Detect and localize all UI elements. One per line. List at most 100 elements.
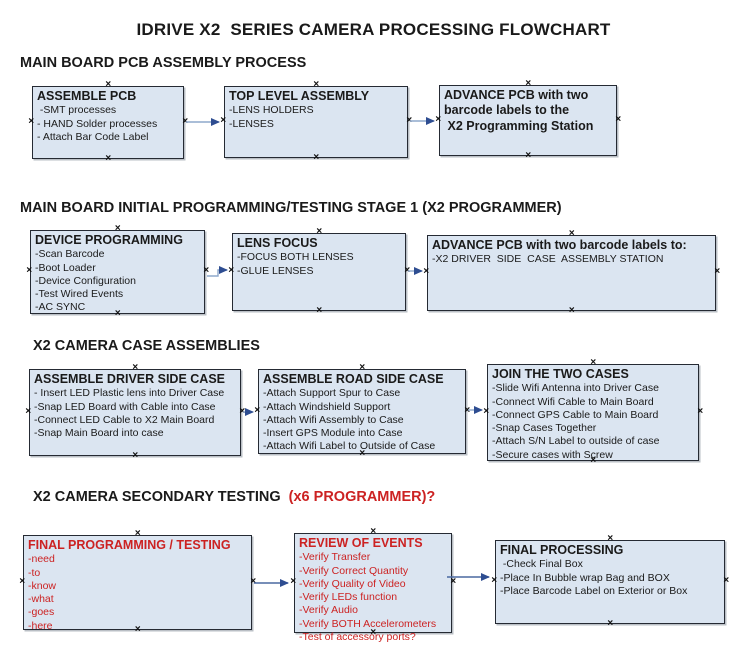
box-title: ASSEMBLE PCB: [37, 89, 137, 103]
flow-box-advance-pcb-case-station: ADVANCE PCB with two barcode labels to: …: [427, 235, 716, 311]
selection-handle-icon: [606, 619, 614, 629]
box-item: -Place Barcode Label on Exterior or Box: [500, 584, 688, 597]
box-item: - Insert LED Plastic lens into Driver Ca…: [34, 387, 225, 400]
selection-handle-icon: [249, 577, 257, 587]
box-item: -Verify Correct Quantity: [299, 564, 409, 577]
flow-box-final-processing: FINAL PROCESSING -Check Final Box-Place …: [495, 540, 725, 624]
box-item: -Attach Wifi Assembly to Case: [263, 413, 404, 426]
box-item: - Attach Bar Code Label: [37, 130, 149, 143]
section-heading-initial-programming: MAIN BOARD INITIAL PROGRAMMING/TESTING S…: [20, 200, 562, 216]
box-item: -what: [28, 593, 54, 606]
selection-handle-icon: [463, 406, 471, 416]
box-items: -Scan Barcode-Boot Loader-Device Configu…: [35, 248, 201, 314]
box-item: -Test Wired Events: [35, 288, 124, 301]
box-items: -Attach Support Spur to Case-Attach Wind…: [263, 387, 462, 453]
box-item: -Slide Wifi Antenna into Driver Case: [492, 382, 659, 395]
page-title: IDRIVE X2 SERIES CAMERA PROCESSING FLOWC…: [136, 20, 611, 39]
box-item: -LENS HOLDERS: [229, 104, 314, 117]
box-item: -here: [28, 619, 53, 632]
box-item: -Snap LED Board with Cable into Case: [34, 400, 216, 413]
selection-handle-icon: [696, 407, 704, 417]
selection-handle-icon: [449, 577, 457, 587]
box-item: -Connect Wifi Cable to Main Board: [492, 395, 654, 408]
box-title: ASSEMBLE DRIVER SIDE CASE: [34, 372, 226, 386]
selection-handle-icon: [422, 267, 430, 277]
flow-box-top-level-assembly: TOP LEVEL ASSEMBLY -LENS HOLDERS-LENSES: [224, 86, 408, 158]
selection-handle-icon: [434, 115, 442, 125]
box-title: LENS FOCUS: [237, 236, 318, 250]
selection-handle-icon: [405, 116, 413, 126]
box-items: -need-to-know-what-goes-here: [28, 553, 248, 633]
selection-handle-icon: [713, 267, 721, 277]
box-item: -Attach S/N Label to outside of case: [492, 435, 660, 448]
selection-handle-icon: [253, 406, 261, 416]
box-item: - HAND Solder processes: [37, 117, 158, 130]
selection-handle-icon: [524, 151, 532, 161]
selection-handle-icon: [490, 576, 498, 586]
box-title: JOIN THE TWO CASES: [492, 367, 629, 381]
selection-handle-icon: [219, 116, 227, 126]
selection-handle-icon: [568, 306, 576, 316]
box-item: -Boot Loader: [35, 261, 96, 274]
box-items: -Slide Wifi Antenna into Driver Case-Con…: [492, 382, 695, 462]
selection-handle-icon: [104, 154, 112, 164]
flow-box-lens-focus: LENS FOCUS -FOCUS BOTH LENSES-GLUE LENSE…: [232, 233, 406, 311]
selection-handle-icon: [614, 115, 622, 125]
selection-handle-icon: [722, 576, 730, 586]
flow-box-advance-pcb-programming-station: ADVANCE PCB with two barcode labels to t…: [439, 85, 617, 156]
selection-handle-icon: [131, 451, 139, 461]
box-item: -Check Final Box: [500, 558, 583, 571]
box-item: -know: [28, 579, 57, 592]
box-title: ADVANCE PCB with two barcode labels to:: [432, 238, 687, 252]
box-item: -to: [28, 566, 41, 579]
box-item: -need: [28, 553, 55, 566]
box-title: TOP LEVEL ASSEMBLY: [229, 89, 370, 103]
flow-box-device-programming: DEVICE PROGRAMMING -Scan Barcode-Boot Lo…: [30, 230, 205, 314]
selection-handle-icon: [403, 266, 411, 276]
selection-handle-icon: [18, 577, 26, 587]
box-title: DEVICE PROGRAMMING: [35, 233, 183, 247]
box-item: -AC SYNC: [35, 301, 86, 314]
box-item: -Verify Audio: [299, 604, 358, 617]
box-item: -Device Configuration: [35, 274, 136, 287]
flow-box-assemble-road-side-case: ASSEMBLE ROAD SIDE CASE -Attach Support …: [258, 369, 466, 454]
selection-handle-icon: [315, 306, 323, 316]
section-heading-red-part: (x6 PROGRAMMER)?: [284, 489, 436, 505]
selection-handle-icon: [181, 117, 189, 127]
flow-box-assemble-pcb: ASSEMBLE PCB -SMT processes- HAND Solder…: [32, 86, 184, 159]
box-item: -Attach Wifi Label to Outside of Case: [263, 440, 436, 453]
box-item: -FOCUS BOTH LENSES: [237, 251, 354, 264]
box-title: ADVANCE PCB with two barcode labels to t…: [444, 88, 594, 133]
selection-handle-icon: [27, 117, 35, 127]
box-item: -Verify LEDs function: [299, 591, 398, 604]
box-items: -Verify Transfer-Verify Correct Quantity…: [299, 551, 448, 644]
box-items: -SMT processes- HAND Solder processes- A…: [37, 104, 180, 144]
box-item: -Scan Barcode: [35, 248, 105, 261]
section-heading-secondary-testing: X2 CAMERA SECONDARY TESTING (x6 PROGRAMM…: [33, 489, 435, 505]
box-item: -Verify Quality of Video: [299, 577, 406, 590]
selection-handle-icon: [227, 266, 235, 276]
box-item: -goes: [28, 606, 55, 619]
box-items: -FOCUS BOTH LENSES-GLUE LENSES: [237, 251, 402, 278]
selection-handle-icon: [312, 153, 320, 163]
box-item: -Snap Cases Together: [492, 422, 597, 435]
box-item: -Insert GPS Module into Case: [263, 427, 403, 440]
box-title: REVIEW OF EVENTS: [299, 536, 423, 550]
box-item: -Connect LED Cable to X2 Main Board: [34, 413, 215, 426]
box-items: - Insert LED Plastic lens into Driver Ca…: [34, 387, 237, 440]
box-title: ASSEMBLE ROAD SIDE CASE: [263, 372, 444, 386]
section-heading-pcb-assembly: MAIN BOARD PCB ASSEMBLY PROCESS: [20, 55, 307, 71]
box-item: -Verify BOTH Accelerometers: [299, 617, 437, 630]
flow-box-assemble-driver-side-case: ASSEMBLE DRIVER SIDE CASE - Insert LED P…: [29, 369, 241, 456]
box-title: FINAL PROGRAMMING / TESTING: [28, 538, 231, 552]
selection-handle-icon: [24, 407, 32, 417]
box-item: -SMT processes: [37, 104, 117, 117]
flow-box-final-programming-testing: FINAL PROGRAMMING / TESTING -need-to-kno…: [23, 535, 252, 633]
box-item: -X2 DRIVER SIDE CASE ASSEMBLY STATION: [432, 253, 664, 266]
box-item: -Snap Main Board into case: [34, 427, 164, 440]
selection-handle-icon: [202, 266, 210, 276]
selection-handle-icon: [25, 266, 33, 276]
box-items: -X2 DRIVER SIDE CASE ASSEMBLY STATION: [432, 253, 712, 266]
box-item: -Attach Windshield Support: [263, 400, 391, 413]
